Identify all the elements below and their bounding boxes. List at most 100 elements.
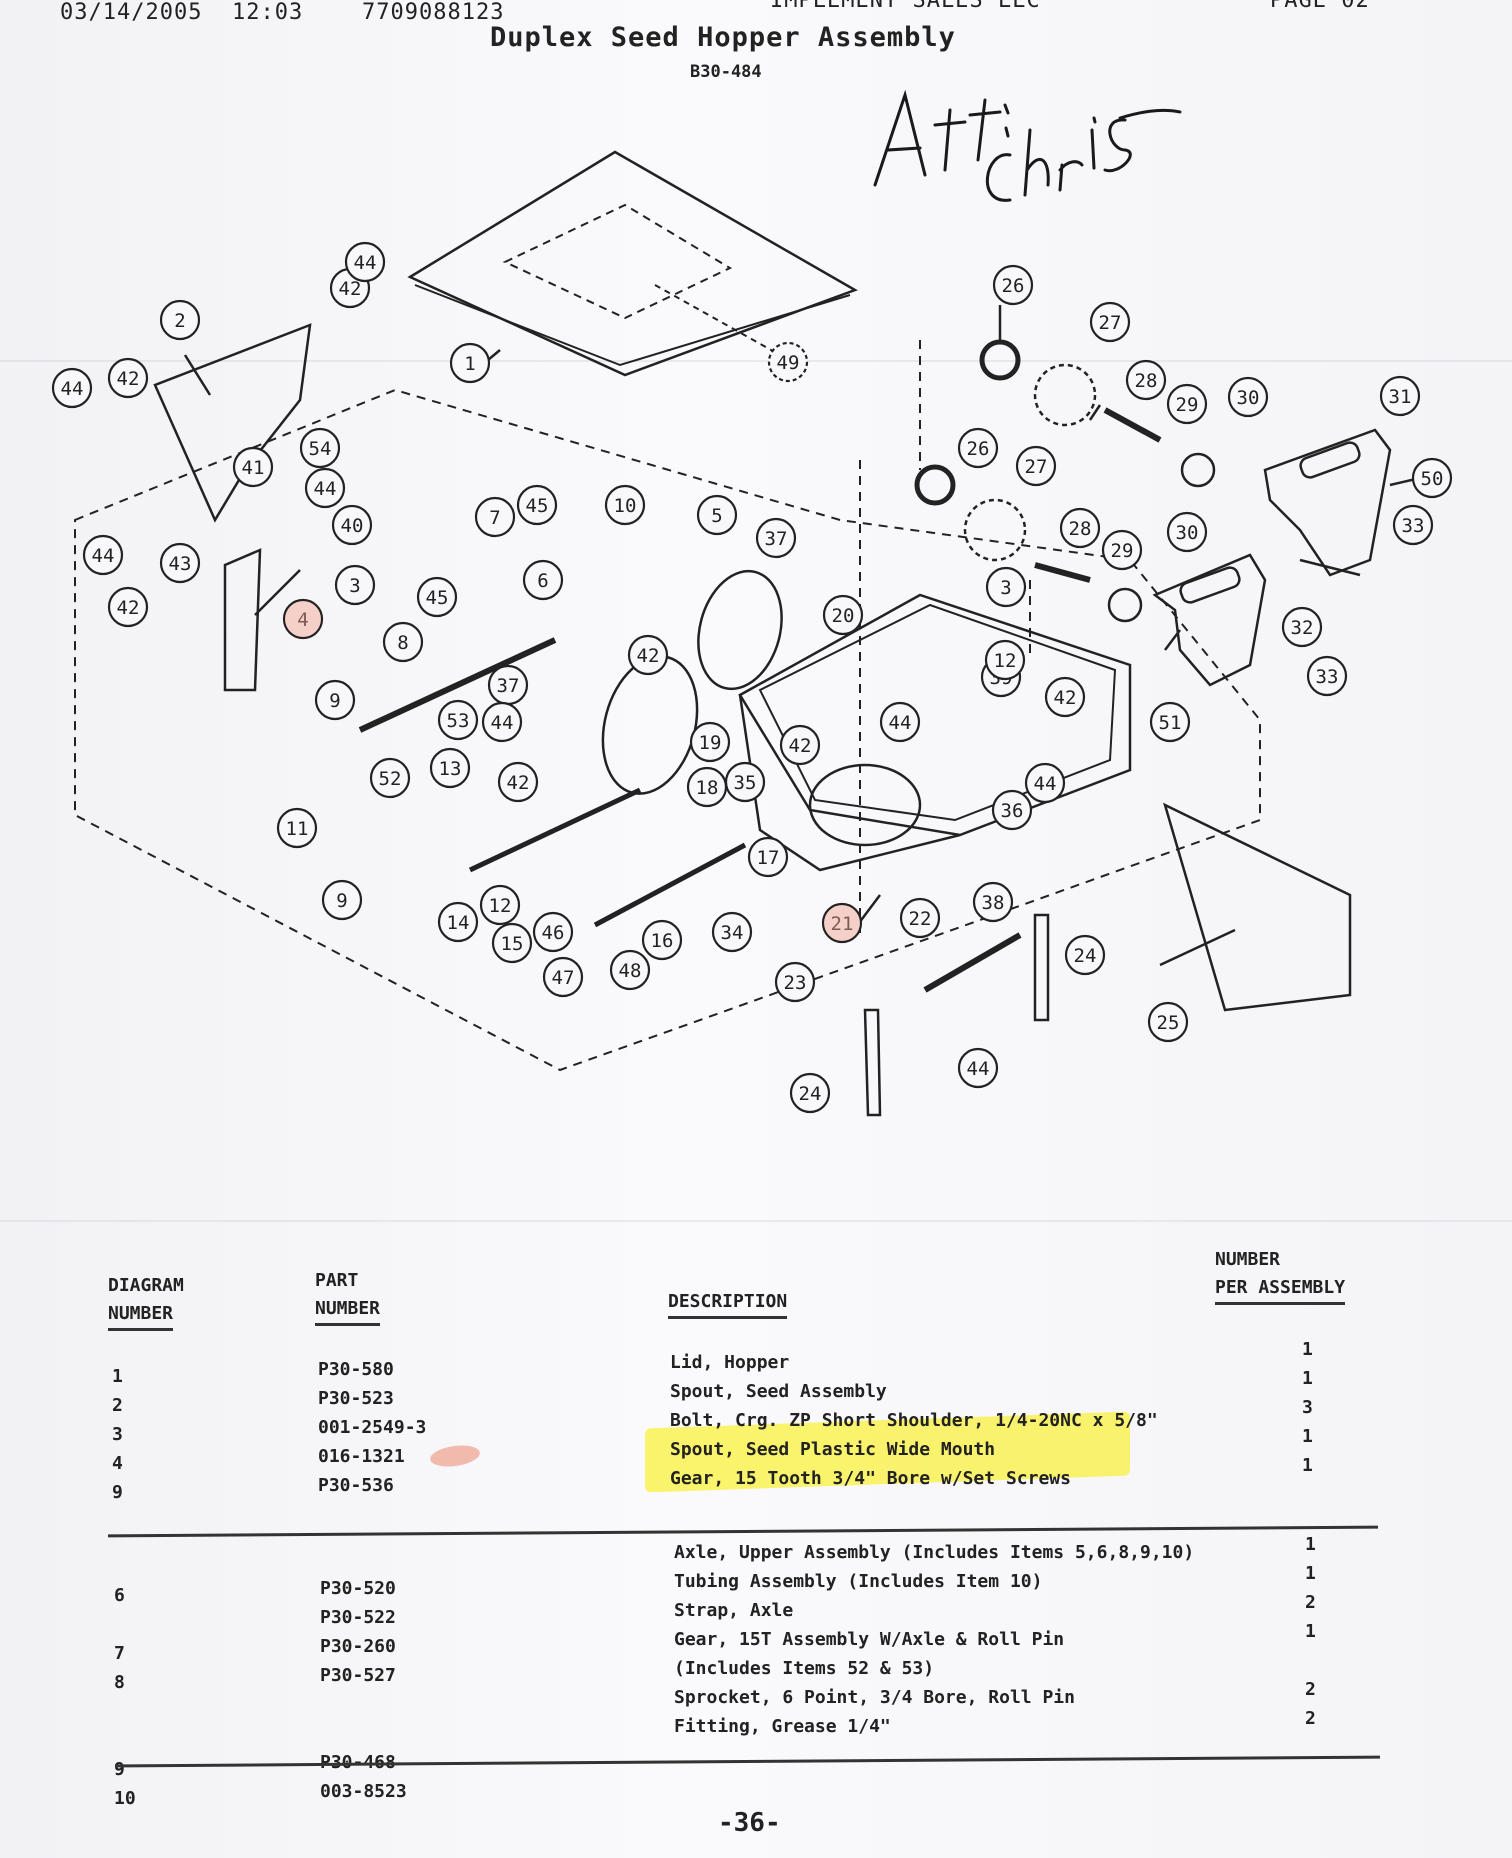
table-cell: P30-260 [320, 1636, 396, 1657]
svg-text:15: 15 [501, 933, 524, 955]
svg-text:42: 42 [637, 645, 660, 667]
callout-2: 2 [159, 299, 201, 341]
table-cell: 003-8523 [320, 1781, 407, 1802]
callout-3: 3 [334, 564, 376, 606]
svg-text:6: 6 [537, 570, 548, 592]
callout-44: 44 [879, 701, 921, 743]
svg-text:42: 42 [339, 278, 362, 300]
fax-date: 03/14/2005 [60, 0, 203, 25]
callout-44: 44 [304, 467, 346, 509]
callout-30: 30 [1227, 376, 1269, 418]
svg-text:35: 35 [734, 772, 757, 794]
table-cell: 3 [1302, 1397, 1313, 1418]
table-cell: 1 [1302, 1339, 1313, 1360]
callout-6: 6 [522, 559, 564, 601]
svg-text:21: 21 [831, 913, 854, 935]
callout-41: 41 [232, 446, 274, 488]
callout-37: 37 [487, 664, 529, 706]
fax-page: PAGE 02 [1270, 0, 1370, 13]
callout-5: 5 [696, 494, 738, 536]
callout-36: 36 [991, 789, 1033, 831]
svg-text:44: 44 [491, 712, 514, 734]
svg-text:42: 42 [507, 772, 530, 794]
svg-text:45: 45 [526, 495, 549, 517]
group2-part-col: P30-520 P30-522 P30-260 P30-527 P30-468 … [320, 1545, 407, 1806]
table-cell: Axle, Upper Assembly (Includes Items 5,6… [674, 1542, 1195, 1563]
callout-9: 9 [321, 879, 363, 921]
callout-20: 20 [822, 594, 864, 636]
table-cell: 1 [1305, 1563, 1316, 1584]
table-cell: 9 [114, 1759, 125, 1780]
svg-text:28: 28 [1135, 370, 1158, 392]
callout-33: 33 [1392, 504, 1434, 546]
svg-text:42: 42 [117, 597, 140, 619]
svg-text:27: 27 [1025, 456, 1048, 478]
callout-44: 44 [1024, 762, 1066, 804]
svg-text:8: 8 [397, 632, 408, 654]
callout-26: 26 [992, 264, 1034, 306]
callout-40: 40 [331, 504, 373, 546]
callout-12: 12 [479, 884, 521, 926]
svg-text:42: 42 [789, 735, 812, 757]
svg-text:2: 2 [174, 310, 185, 332]
svg-text:18: 18 [696, 777, 719, 799]
svg-text:19: 19 [699, 732, 722, 754]
table-cell: 1 [112, 1366, 123, 1387]
svg-text:10: 10 [614, 495, 637, 517]
group2-diagram-col: 6 7 8 9 10 [114, 1552, 136, 1813]
svg-text:25: 25 [1157, 1012, 1180, 1034]
svg-text:28: 28 [1069, 518, 1092, 540]
table-cell: P30-520 [320, 1578, 396, 1599]
table-cell: 1 [1302, 1368, 1313, 1389]
table-cell [114, 1697, 136, 1726]
callout-42: 42 [497, 761, 539, 803]
table-cell: 016-1321 [318, 1446, 405, 1467]
callout-3: 3 [985, 566, 1027, 608]
callout-50: 50 [1411, 457, 1453, 499]
svg-text:3: 3 [349, 575, 360, 597]
svg-text:50: 50 [1421, 468, 1444, 490]
table-cell: 9 [112, 1482, 123, 1503]
page-title: Duplex Seed Hopper Assembly [490, 22, 956, 53]
svg-text:44: 44 [92, 545, 115, 567]
callout-28: 28 [1125, 359, 1167, 401]
table-cell [114, 1552, 136, 1581]
svg-text:3: 3 [1000, 577, 1011, 599]
callout-38: 38 [972, 881, 1014, 923]
table-cell: 6 [114, 1585, 125, 1606]
col-header-diagram: DIAGRAM NUMBER [108, 1272, 184, 1331]
table-cell: Tubing Assembly (Includes Item 10) [674, 1571, 1043, 1592]
svg-text:31: 31 [1389, 386, 1412, 408]
callout-27: 27 [1015, 445, 1057, 487]
svg-text:53: 53 [447, 710, 470, 732]
svg-text:48: 48 [619, 960, 642, 982]
callout-23: 23 [774, 961, 816, 1003]
svg-text:47: 47 [552, 967, 575, 989]
svg-text:30: 30 [1237, 387, 1260, 409]
svg-text:23: 23 [784, 972, 807, 994]
svg-text:38: 38 [982, 892, 1005, 914]
callout-34: 34 [711, 911, 753, 953]
svg-text:46: 46 [542, 922, 565, 944]
table-cell: Fitting, Grease 1/4" [674, 1716, 891, 1737]
table-cell: 1 [1305, 1621, 1316, 1642]
table-cell: Gear, 15 Tooth 3/4" Bore w/Set Screws [670, 1468, 1071, 1489]
svg-text:9: 9 [329, 690, 340, 712]
callout-45: 45 [416, 576, 458, 618]
svg-text:17: 17 [757, 847, 780, 869]
table-cell: Spout, Seed Assembly [670, 1381, 887, 1402]
callout-1: 1 [449, 342, 491, 384]
svg-text:26: 26 [967, 438, 990, 460]
callout-22: 22 [899, 897, 941, 939]
table-cell [320, 1719, 407, 1748]
callout-31: 31 [1379, 375, 1421, 417]
table-cell: 2 [112, 1395, 123, 1416]
svg-text:9: 9 [336, 890, 347, 912]
table-cell: Spout, Seed Plastic Wide Mouth [670, 1439, 996, 1460]
callout-11: 11 [276, 807, 318, 849]
group2-description-col: Axle, Upper Assembly (Includes Items 5,6… [674, 1538, 1194, 1741]
svg-text:42: 42 [1054, 687, 1077, 709]
callout-14: 14 [437, 901, 479, 943]
table-cell: Strap, Axle [674, 1600, 794, 1621]
